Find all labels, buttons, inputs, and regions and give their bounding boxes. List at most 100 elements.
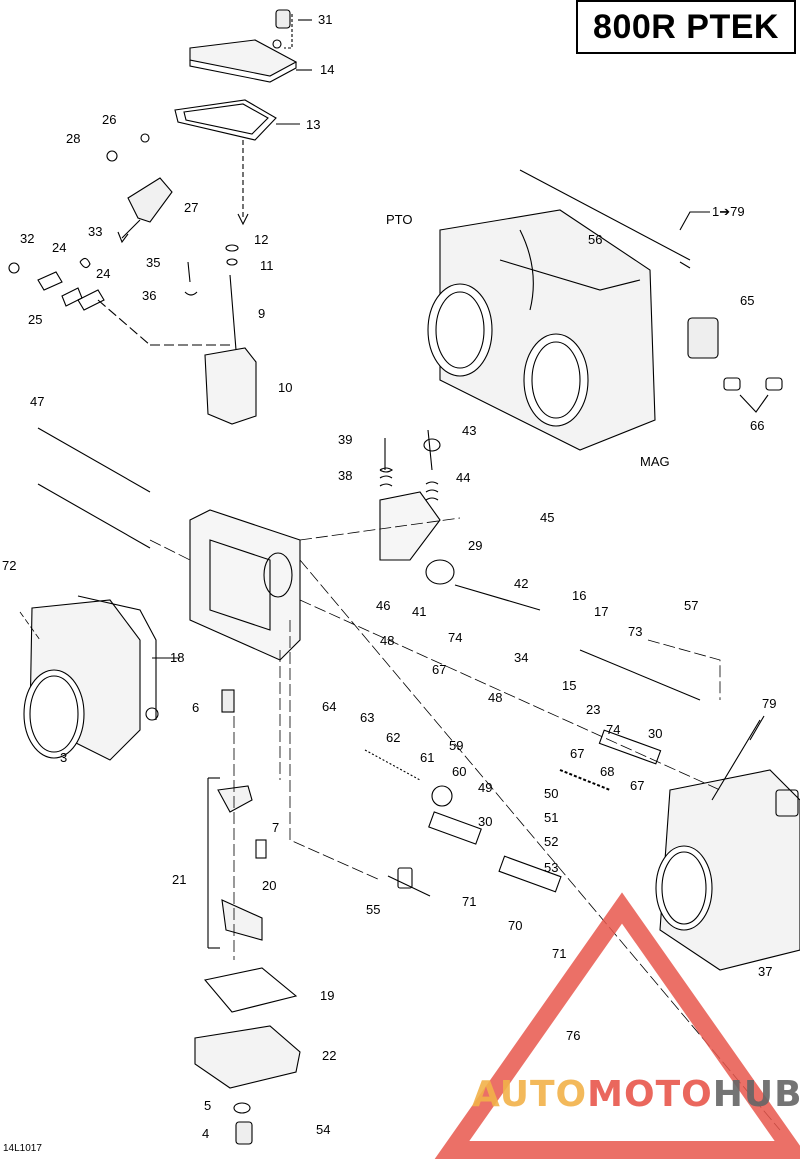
watermark-moto: MOTO xyxy=(587,1074,713,1115)
carburetor-body-part xyxy=(189,509,301,713)
callout-30b: 30 xyxy=(478,814,492,829)
callout-38: 38 xyxy=(338,468,352,483)
callout-74a: 74 xyxy=(448,630,462,645)
callout-61: 61 xyxy=(420,750,434,765)
callout-66: 66 xyxy=(750,418,764,433)
callout-19: 19 xyxy=(320,988,334,1003)
callout-62: 62 xyxy=(386,730,400,745)
callout-73: 73 xyxy=(628,624,642,639)
callout-37: 37 xyxy=(758,964,772,979)
callout-76: 76 xyxy=(566,1028,580,1043)
callout-25: 25 xyxy=(28,312,42,327)
callout-23: 23 xyxy=(586,702,600,717)
callout-48b: 48 xyxy=(488,690,502,705)
callout-34: 34 xyxy=(514,650,528,665)
callout-35: 35 xyxy=(146,255,160,270)
callout-72: 72 xyxy=(2,558,16,573)
callout-44: 44 xyxy=(456,470,470,485)
float-cover-part xyxy=(174,9,298,141)
callout-3: 3 xyxy=(60,750,67,765)
callout-54: 54 xyxy=(316,1122,330,1137)
watermark-hub: HUB xyxy=(712,1074,800,1115)
callout-26: 26 xyxy=(102,112,116,127)
callout-65: 65 xyxy=(740,293,754,308)
callout-59: 59 xyxy=(449,738,463,753)
callout-18: 18 xyxy=(170,650,184,665)
callout-4: 4 xyxy=(202,1126,209,1141)
callout-24b: 24 xyxy=(96,266,110,281)
callout-36: 36 xyxy=(142,288,156,303)
callout-55: 55 xyxy=(366,902,380,917)
callout-28: 28 xyxy=(66,131,80,146)
needle-slide-part xyxy=(184,244,257,425)
callout-71b: 71 xyxy=(552,946,566,961)
callout-24a: 24 xyxy=(52,240,66,255)
callout-22: 22 xyxy=(322,1048,336,1063)
callout-47: 47 xyxy=(30,394,44,409)
callout-53: 53 xyxy=(544,860,558,875)
callout-50: 50 xyxy=(544,786,558,801)
callout-17: 17 xyxy=(594,604,608,619)
callout-42: 42 xyxy=(514,576,528,591)
callout-11: 11 xyxy=(260,258,274,273)
callout-43: 43 xyxy=(462,423,476,438)
callout-68: 68 xyxy=(600,764,614,779)
callout-30a: 30 xyxy=(648,726,662,741)
callout-9: 9 xyxy=(258,306,265,321)
callout-12: 12 xyxy=(254,232,268,247)
air-inlet-part xyxy=(23,595,159,761)
callout-10: 10 xyxy=(278,380,292,395)
callout-56: 56 xyxy=(588,232,602,247)
callout-20: 20 xyxy=(262,878,276,893)
callout-6: 6 xyxy=(192,700,199,715)
mag-label: MAG xyxy=(640,454,670,469)
callout-49: 49 xyxy=(478,780,492,795)
model-title: 800R PTEK xyxy=(593,7,779,46)
callout-60: 60 xyxy=(452,764,466,779)
callout-48a: 48 xyxy=(380,633,394,648)
callout-51: 51 xyxy=(544,810,558,825)
callout-74b: 74 xyxy=(606,722,620,737)
callout-67c: 67 xyxy=(630,778,644,793)
pto-label: PTO xyxy=(386,212,413,227)
callout-63: 63 xyxy=(360,710,374,725)
callout-16: 16 xyxy=(572,588,586,603)
callout-67b: 67 xyxy=(570,746,584,761)
watermark-triangle xyxy=(434,892,800,1159)
callout-39: 39 xyxy=(338,432,352,447)
callout-33: 33 xyxy=(88,224,102,239)
carburetor-assembly-part xyxy=(427,169,783,451)
figure-reference: 14L1017 xyxy=(3,1143,42,1154)
callout-15: 15 xyxy=(562,678,576,693)
callout-57: 57 xyxy=(684,598,698,613)
callout-5: 5 xyxy=(204,1098,211,1113)
callout-67a: 67 xyxy=(432,662,446,677)
bracket-plates-part xyxy=(8,257,105,311)
linkage-part xyxy=(364,429,701,897)
callout-29: 29 xyxy=(468,538,482,553)
callout-32: 32 xyxy=(20,231,34,246)
carburetor-right-part xyxy=(655,769,800,971)
choke-lever-part xyxy=(106,133,173,244)
callout-45: 45 xyxy=(540,510,554,525)
callout-46: 46 xyxy=(376,598,390,613)
callout-79: 79 xyxy=(762,696,776,711)
range-label: 1➔79 xyxy=(712,204,745,219)
callout-41: 41 xyxy=(412,604,426,619)
callout-14: 14 xyxy=(320,62,334,77)
callout-71a: 71 xyxy=(462,894,476,909)
model-title-box: 800R PTEK xyxy=(576,0,796,54)
callout-64: 64 xyxy=(322,699,336,714)
callout-7: 7 xyxy=(272,820,279,835)
watermark-logo: AUTOMOTOHUB xyxy=(472,1074,800,1115)
callout-27: 27 xyxy=(184,200,198,215)
watermark-auto: AUTO xyxy=(472,1074,588,1115)
callout-52: 52 xyxy=(544,834,558,849)
callout-31: 31 xyxy=(318,12,332,27)
callout-21: 21 xyxy=(172,872,186,887)
callout-13: 13 xyxy=(306,117,320,132)
callout-70: 70 xyxy=(508,918,522,933)
float-bowl-part xyxy=(194,777,301,1145)
